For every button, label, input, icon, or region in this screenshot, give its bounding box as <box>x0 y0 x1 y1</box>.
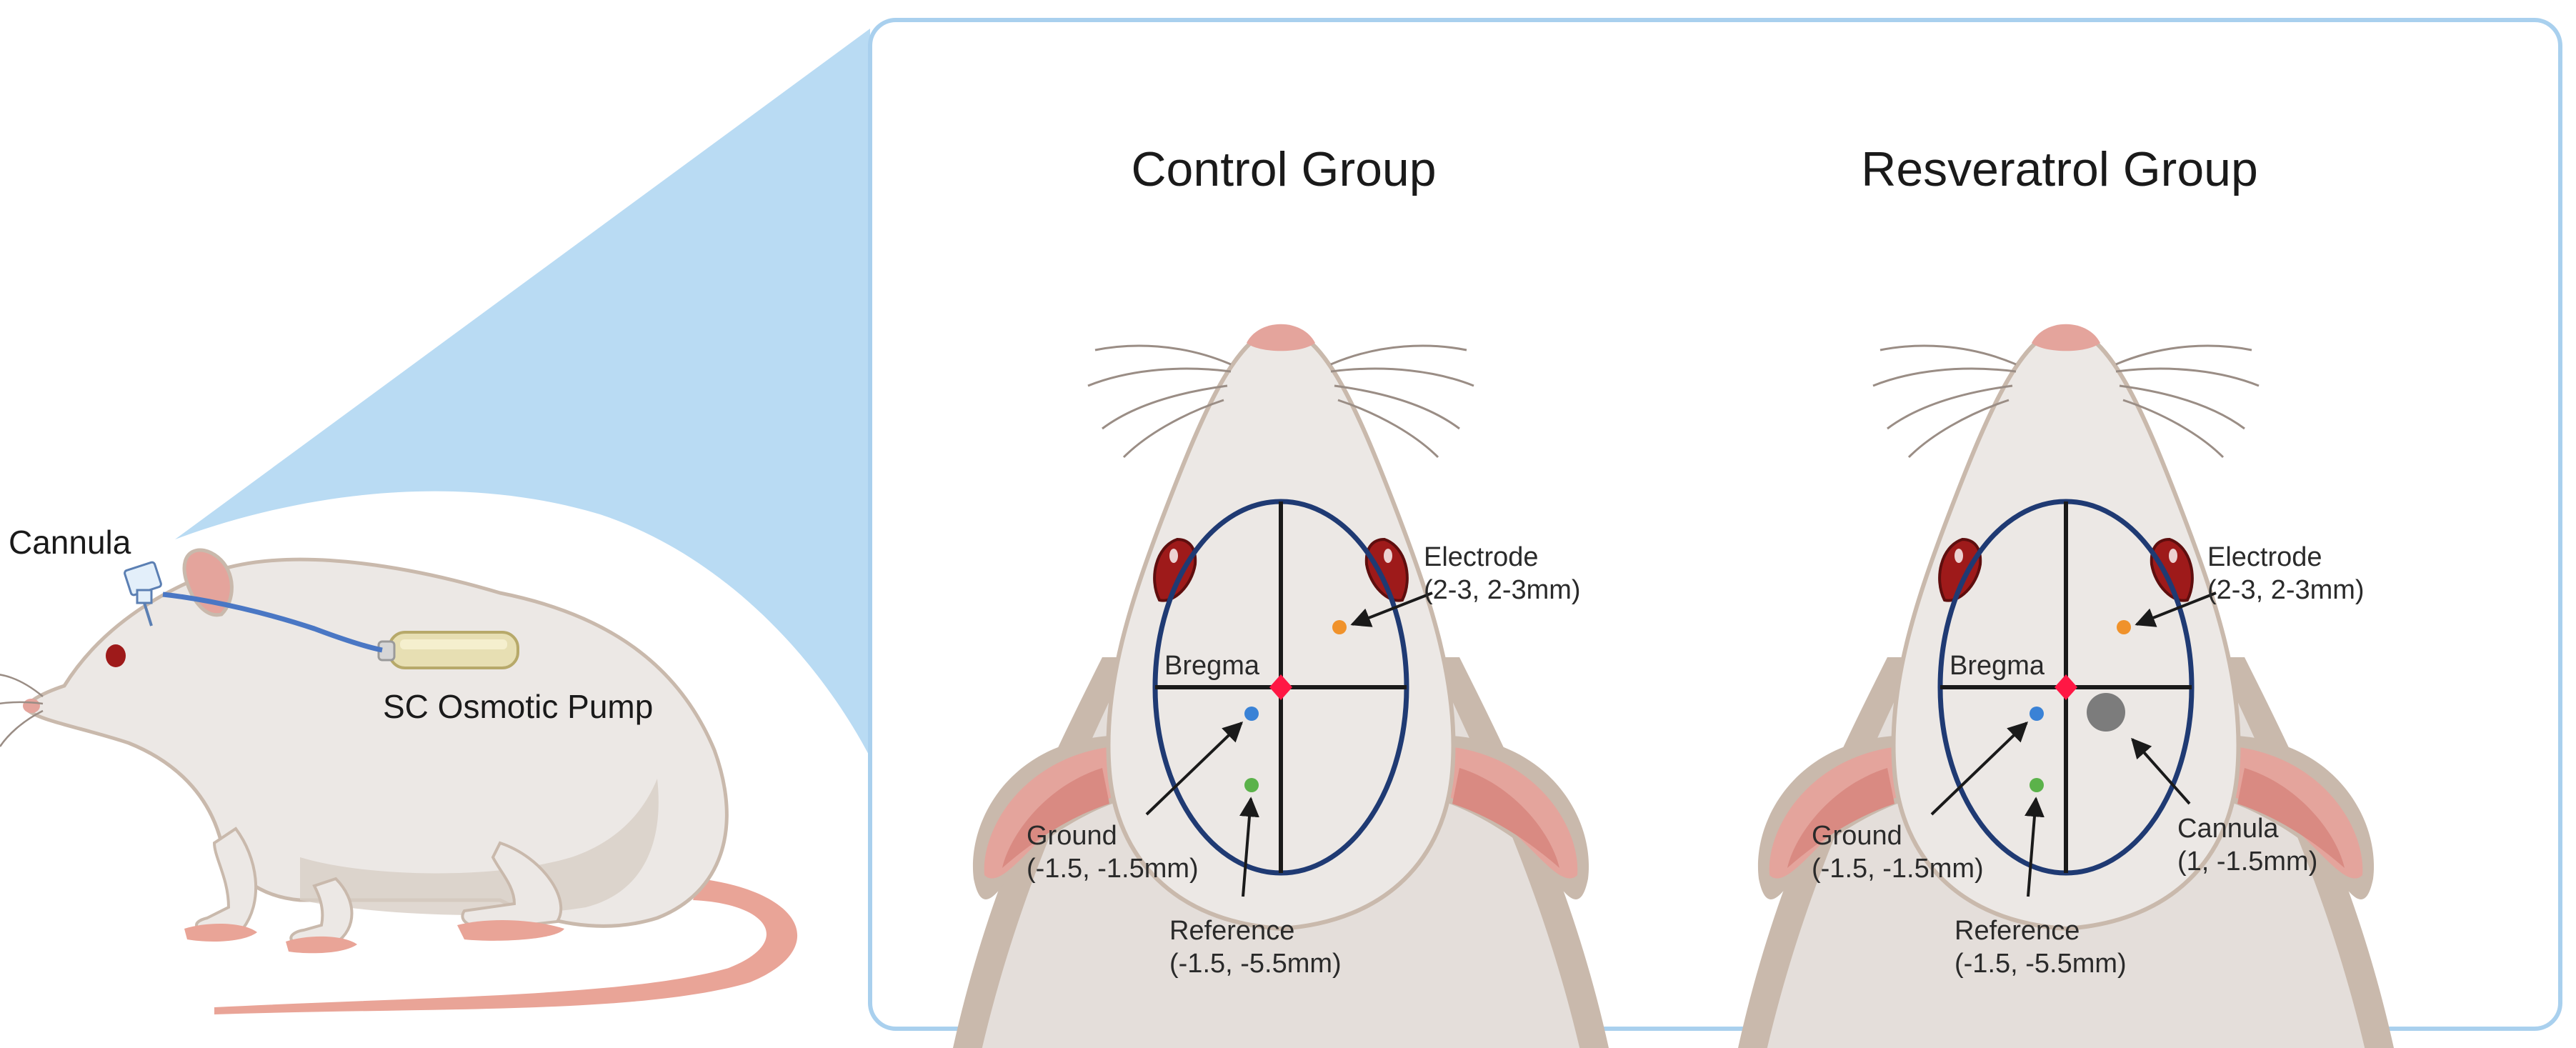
electrode-site <box>1332 620 1347 634</box>
rat-eye <box>106 644 126 667</box>
bregma-label: Bregma <box>1164 651 1260 681</box>
bregma-marker <box>2055 674 2077 700</box>
rat-tail <box>214 879 798 1014</box>
cannula-site <box>2087 693 2125 732</box>
resveratrol-panel: Resveratrol Group Bregma Electrode (2-3,… <box>1730 142 2402 1048</box>
reference-site <box>1244 778 1259 792</box>
ground-arrow <box>1145 722 1244 816</box>
reference-label: Reference <box>1955 916 2080 946</box>
cannula-site-label: Cannula <box>2177 814 2279 844</box>
osmotic-pump <box>388 631 519 669</box>
control-title: Control Group <box>1131 142 1436 196</box>
resveratrol-title: Resveratrol Group <box>1861 142 2258 196</box>
electrode-coords: (2-3, 2-3mm) <box>1424 575 1581 605</box>
ground-arrow <box>1930 722 2029 816</box>
ground-coords: (-1.5, -1.5mm) <box>1027 854 1199 884</box>
cannula-site-coords: (1, -1.5mm) <box>2177 847 2317 877</box>
electrode-label: Electrode <box>1424 542 1539 572</box>
cannula-label: Cannula <box>9 524 131 561</box>
electrode-coords: (2-3, 2-3mm) <box>2207 575 2365 605</box>
electrode-site <box>2117 620 2131 634</box>
rat-body <box>25 557 729 928</box>
bregma-label: Bregma <box>1950 651 2045 681</box>
electrode-arrow <box>2135 592 2217 627</box>
pump-label: SC Osmotic Pump <box>383 688 653 725</box>
ground-label: Ground <box>1812 821 1902 851</box>
reference-label: Reference <box>1169 916 1294 946</box>
cannula-arrow <box>2131 737 2191 805</box>
electrode-label: Electrode <box>2207 542 2322 572</box>
ground-site <box>2030 707 2044 721</box>
electrode-arrow <box>1350 592 1433 627</box>
rat-illustration <box>0 548 798 1014</box>
reference-coords: (-1.5, -5.5mm) <box>1169 949 1342 979</box>
control-panel: Control Group Bregma Electrode (2-3, 2-3… <box>945 142 1617 1048</box>
reference-site <box>2030 778 2044 792</box>
reference-arrow <box>2025 797 2045 897</box>
reference-arrow <box>1239 797 1259 897</box>
bregma-marker <box>1269 674 1292 700</box>
reference-coords: (-1.5, -5.5mm) <box>1955 949 2127 979</box>
cannula-tubing <box>162 592 383 653</box>
rat-nose <box>23 699 40 713</box>
zoom-wedge <box>175 29 870 757</box>
ground-site <box>1244 707 1259 721</box>
ground-coords: (-1.5, -1.5mm) <box>1812 854 1984 884</box>
ground-label: Ground <box>1027 821 1117 851</box>
cannula-device <box>124 561 162 627</box>
